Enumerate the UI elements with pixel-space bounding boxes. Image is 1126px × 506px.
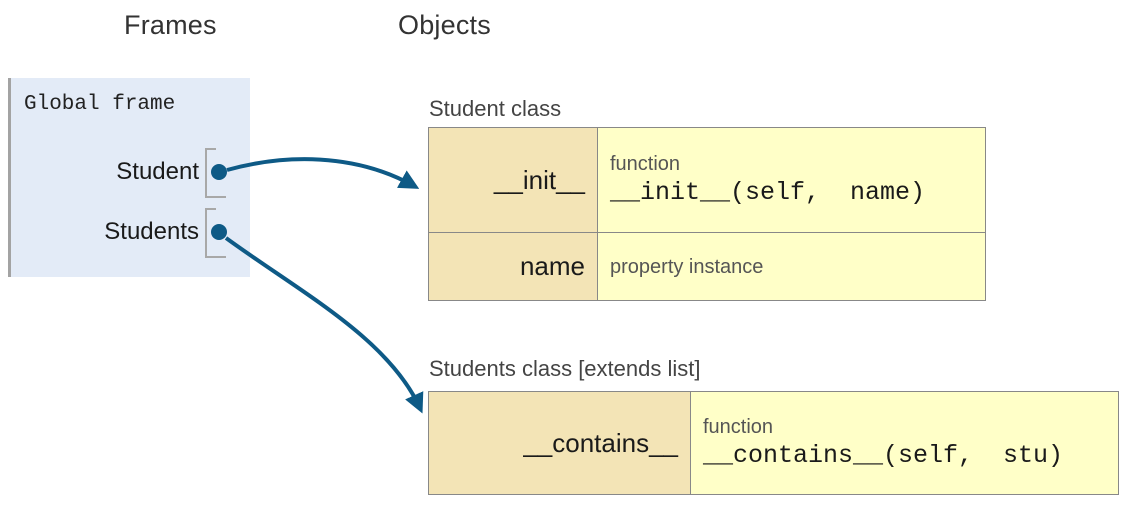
type-label-function: function xyxy=(610,153,681,175)
function-signature-init: __init__(self, name) xyxy=(610,178,926,207)
students-class-table: __contains__ function __contains__(self,… xyxy=(428,391,1119,495)
attr-value-contains: function __contains__(self, stu) xyxy=(690,391,1119,495)
value-cell-bracket-student xyxy=(205,148,226,198)
attr-name-name: name xyxy=(428,232,598,301)
arrow-student-to-student-class xyxy=(226,157,420,189)
student-class-label: Student class xyxy=(429,96,562,121)
attr-value-init: function __init__(self, name) xyxy=(597,127,986,233)
global-frame-title: Global frame xyxy=(24,93,176,116)
table-row-init: __init__ function __init__(self, name) xyxy=(428,127,986,233)
student-class-table: __init__ function __init__(self, name) n… xyxy=(428,127,986,301)
pointer-dot-student xyxy=(211,164,227,180)
attr-name-init: __init__ xyxy=(428,127,598,233)
arrow-students-to-students-class xyxy=(224,236,424,414)
pointer-dot-students xyxy=(211,224,227,240)
value-cell-bracket-students xyxy=(205,208,226,258)
type-label-function: function xyxy=(703,416,774,438)
function-signature-contains: __contains__(self, stu) xyxy=(703,441,1064,470)
table-row-contains: __contains__ function __contains__(self,… xyxy=(428,391,1119,495)
table-row-name: name property instance xyxy=(428,232,986,301)
students-class-label: Students class [extends list] xyxy=(429,356,701,381)
variable-student: Student xyxy=(116,158,199,185)
objects-column-header: Objects xyxy=(398,10,491,40)
frames-column-header: Frames xyxy=(124,10,217,40)
type-label-property-instance: property instance xyxy=(610,255,764,278)
attr-value-name: property instance xyxy=(597,232,986,301)
attr-name-contains: __contains__ xyxy=(428,391,691,495)
global-frame-box: Global frame Student Students xyxy=(8,78,250,277)
variable-students: Students xyxy=(104,218,199,245)
